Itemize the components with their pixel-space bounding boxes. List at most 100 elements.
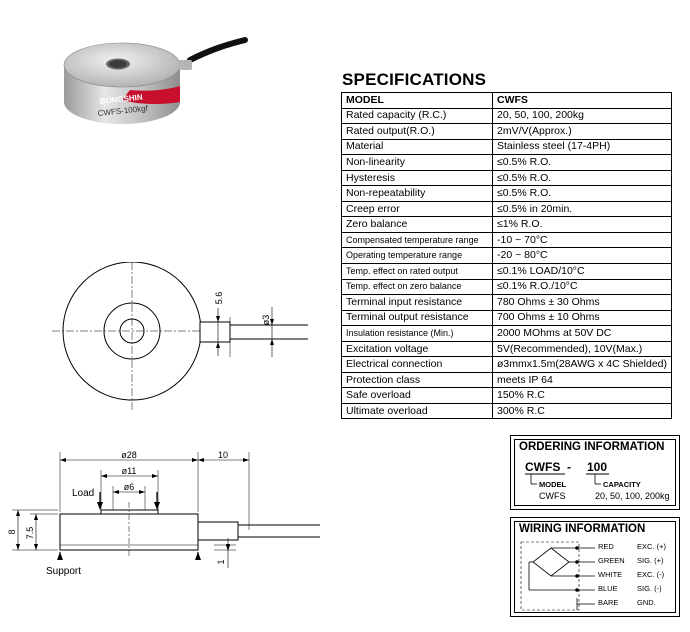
- wiring-title: WIRING INFORMATION: [519, 523, 646, 535]
- spec-row: Insulation resistance (Min.)2000 MOhms a…: [341, 325, 672, 342]
- spec-label: Compensated temperature range: [341, 231, 493, 249]
- wire-color-label: WHITE: [598, 570, 623, 579]
- spec-value: 150% R.C: [492, 387, 672, 404]
- spec-label: Safe overload: [341, 387, 493, 404]
- spec-row: Non-linearity≤0.5% R.O.: [341, 154, 672, 171]
- spec-label: Terminal input resistance: [341, 294, 493, 311]
- spec-row: Creep error≤0.5% in 20min.: [341, 200, 672, 218]
- spec-value: 2mV/V(Approx.): [492, 123, 672, 140]
- spec-label: Electrical connection: [341, 356, 493, 373]
- spec-value: meets IP 64: [492, 371, 672, 389]
- spec-value: ≤0.5% R.O.: [492, 154, 672, 171]
- side-dim-step: 1: [216, 559, 226, 564]
- wire-color-label: GREEN: [598, 556, 625, 565]
- spec-label: Protection class: [341, 371, 493, 389]
- spec-value: CWFS: [492, 92, 672, 109]
- spec-row: Operating temperature range-20 ~ 80°C: [341, 247, 672, 265]
- spec-row: Compensated temperature range-10 ~ 70°C: [341, 231, 672, 249]
- side-dim-cable-length: 10: [218, 450, 228, 460]
- spec-label: Hysteresis: [341, 169, 493, 187]
- spec-label: Rated output(R.O.): [341, 123, 493, 140]
- ordering-capacity-label: CAPACITY: [603, 480, 641, 489]
- wiring-information-box: WIRING INFORMATION RED EXC. (+) GREEN SIG. …: [510, 517, 680, 617]
- spec-row: Zero balance≤1% R.O.: [341, 216, 672, 233]
- spec-row: Rated output(R.O.)2mV/V(Approx.): [341, 123, 672, 140]
- spec-value: 2000 MOhms at 50V DC: [492, 325, 672, 342]
- ordering-title: ORDERING INFORMATION: [519, 441, 665, 453]
- side-dim-body: 7.5: [25, 527, 35, 540]
- product-photo: BONGSHIN CWFS-100kgf: [50, 20, 260, 130]
- spec-value: 780 Ohms ± 30 Ohms: [492, 294, 672, 311]
- top-view-drawing: 5.6 ø3: [50, 261, 310, 422]
- spec-label: Zero balance: [341, 216, 493, 233]
- ordering-model-label: MODEL: [539, 480, 567, 489]
- top-dim-height: 5.6: [214, 292, 224, 305]
- ordering-code-dash: -: [567, 460, 571, 474]
- ordering-code-model: CWFS: [525, 460, 561, 474]
- spec-value: ≤0.5% R.O.: [492, 169, 672, 187]
- side-dim-mid: ø11: [122, 466, 137, 476]
- spec-value: ≤0.5% R.O.: [492, 185, 672, 202]
- wire-signal-label: EXC. (-): [637, 570, 665, 579]
- side-dim-outer: ø28: [121, 450, 137, 460]
- spec-row: Temp. effect on rated output≤0.1% LOAD/1…: [341, 263, 672, 280]
- ordering-information-box: ORDERING INFORMATION CWFS - 100 MODEL CA…: [510, 435, 680, 510]
- spec-value: ≤0.1% R.O./10°C: [492, 278, 672, 296]
- spec-label: Material: [341, 138, 493, 156]
- spec-row: Temp. effect on zero balance≤0.1% R.O./1…: [341, 278, 672, 296]
- spec-label: Temp. effect on rated output: [341, 263, 493, 280]
- ordering-code-capacity: 100: [587, 460, 608, 474]
- support-label: Support: [46, 566, 81, 577]
- wire-color-label: RED: [598, 542, 614, 551]
- spec-label: MODEL: [341, 92, 493, 109]
- spec-value: 700 Ohms ± 10 Ohms: [492, 309, 672, 327]
- spec-row: Hysteresis≤0.5% R.O.: [341, 169, 672, 187]
- ordering-capacity-value: 20, 50, 100, 200kg: [595, 491, 670, 501]
- spec-label: Operating temperature range: [341, 247, 493, 265]
- spec-value: 20, 50, 100, 200kg: [492, 107, 672, 125]
- wire-color-label: BLUE: [598, 584, 618, 593]
- spec-row: Rated capacity (R.C.)20, 50, 100, 200kg: [341, 107, 672, 125]
- wire-signal-label: EXC. (+): [637, 542, 666, 551]
- specifications-title: SPECIFICATIONS: [342, 70, 487, 89]
- spec-value: 300% R.C: [492, 402, 672, 420]
- side-view-drawing: ø28 10 ø11 ø6 Load 8: [0, 440, 330, 590]
- side-dim-total: 8: [7, 529, 17, 534]
- spec-label: Creep error: [341, 200, 493, 218]
- spec-value: ≤0.5% in 20min.: [492, 200, 672, 218]
- spec-label: Non-repeatability: [341, 185, 493, 202]
- spec-label: Temp. effect on zero balance: [341, 278, 493, 296]
- spec-label: Rated capacity (R.C.): [341, 107, 493, 125]
- spec-label: Insulation resistance (Min.): [341, 325, 493, 342]
- spec-label: Ultimate overload: [341, 402, 493, 420]
- spec-row: Non-repeatability≤0.5% R.O.: [341, 185, 672, 202]
- spec-value: ø3mmx1.5m(28AWG x 4C Shielded): [492, 356, 672, 373]
- wire-signal-label: GND.: [637, 598, 656, 607]
- spec-value: Stainless steel (17-4PH): [492, 138, 672, 156]
- wire-signal-label: SIG. (+): [637, 556, 664, 565]
- spec-value: ≤0.1% LOAD/10°C: [492, 263, 672, 280]
- spec-label: Excitation voltage: [341, 340, 493, 358]
- wire-signal-label: SIG. (-): [637, 584, 662, 593]
- side-dim-inner: ø6: [124, 482, 135, 492]
- load-label: Load: [72, 488, 94, 499]
- ordering-model-value: CWFS: [539, 491, 566, 501]
- spec-value: ≤1% R.O.: [492, 216, 672, 233]
- spec-value: -20 ~ 80°C: [492, 247, 672, 265]
- spec-value: 5V(Recommended), 10V(Max.): [492, 340, 672, 358]
- wire-color-label: BARE: [598, 598, 619, 607]
- spec-label: Terminal output resistance: [341, 309, 493, 327]
- top-dim-cable: ø3: [261, 315, 271, 326]
- spec-label: Non-linearity: [341, 154, 493, 171]
- spec-value: -10 ~ 70°C: [492, 231, 672, 249]
